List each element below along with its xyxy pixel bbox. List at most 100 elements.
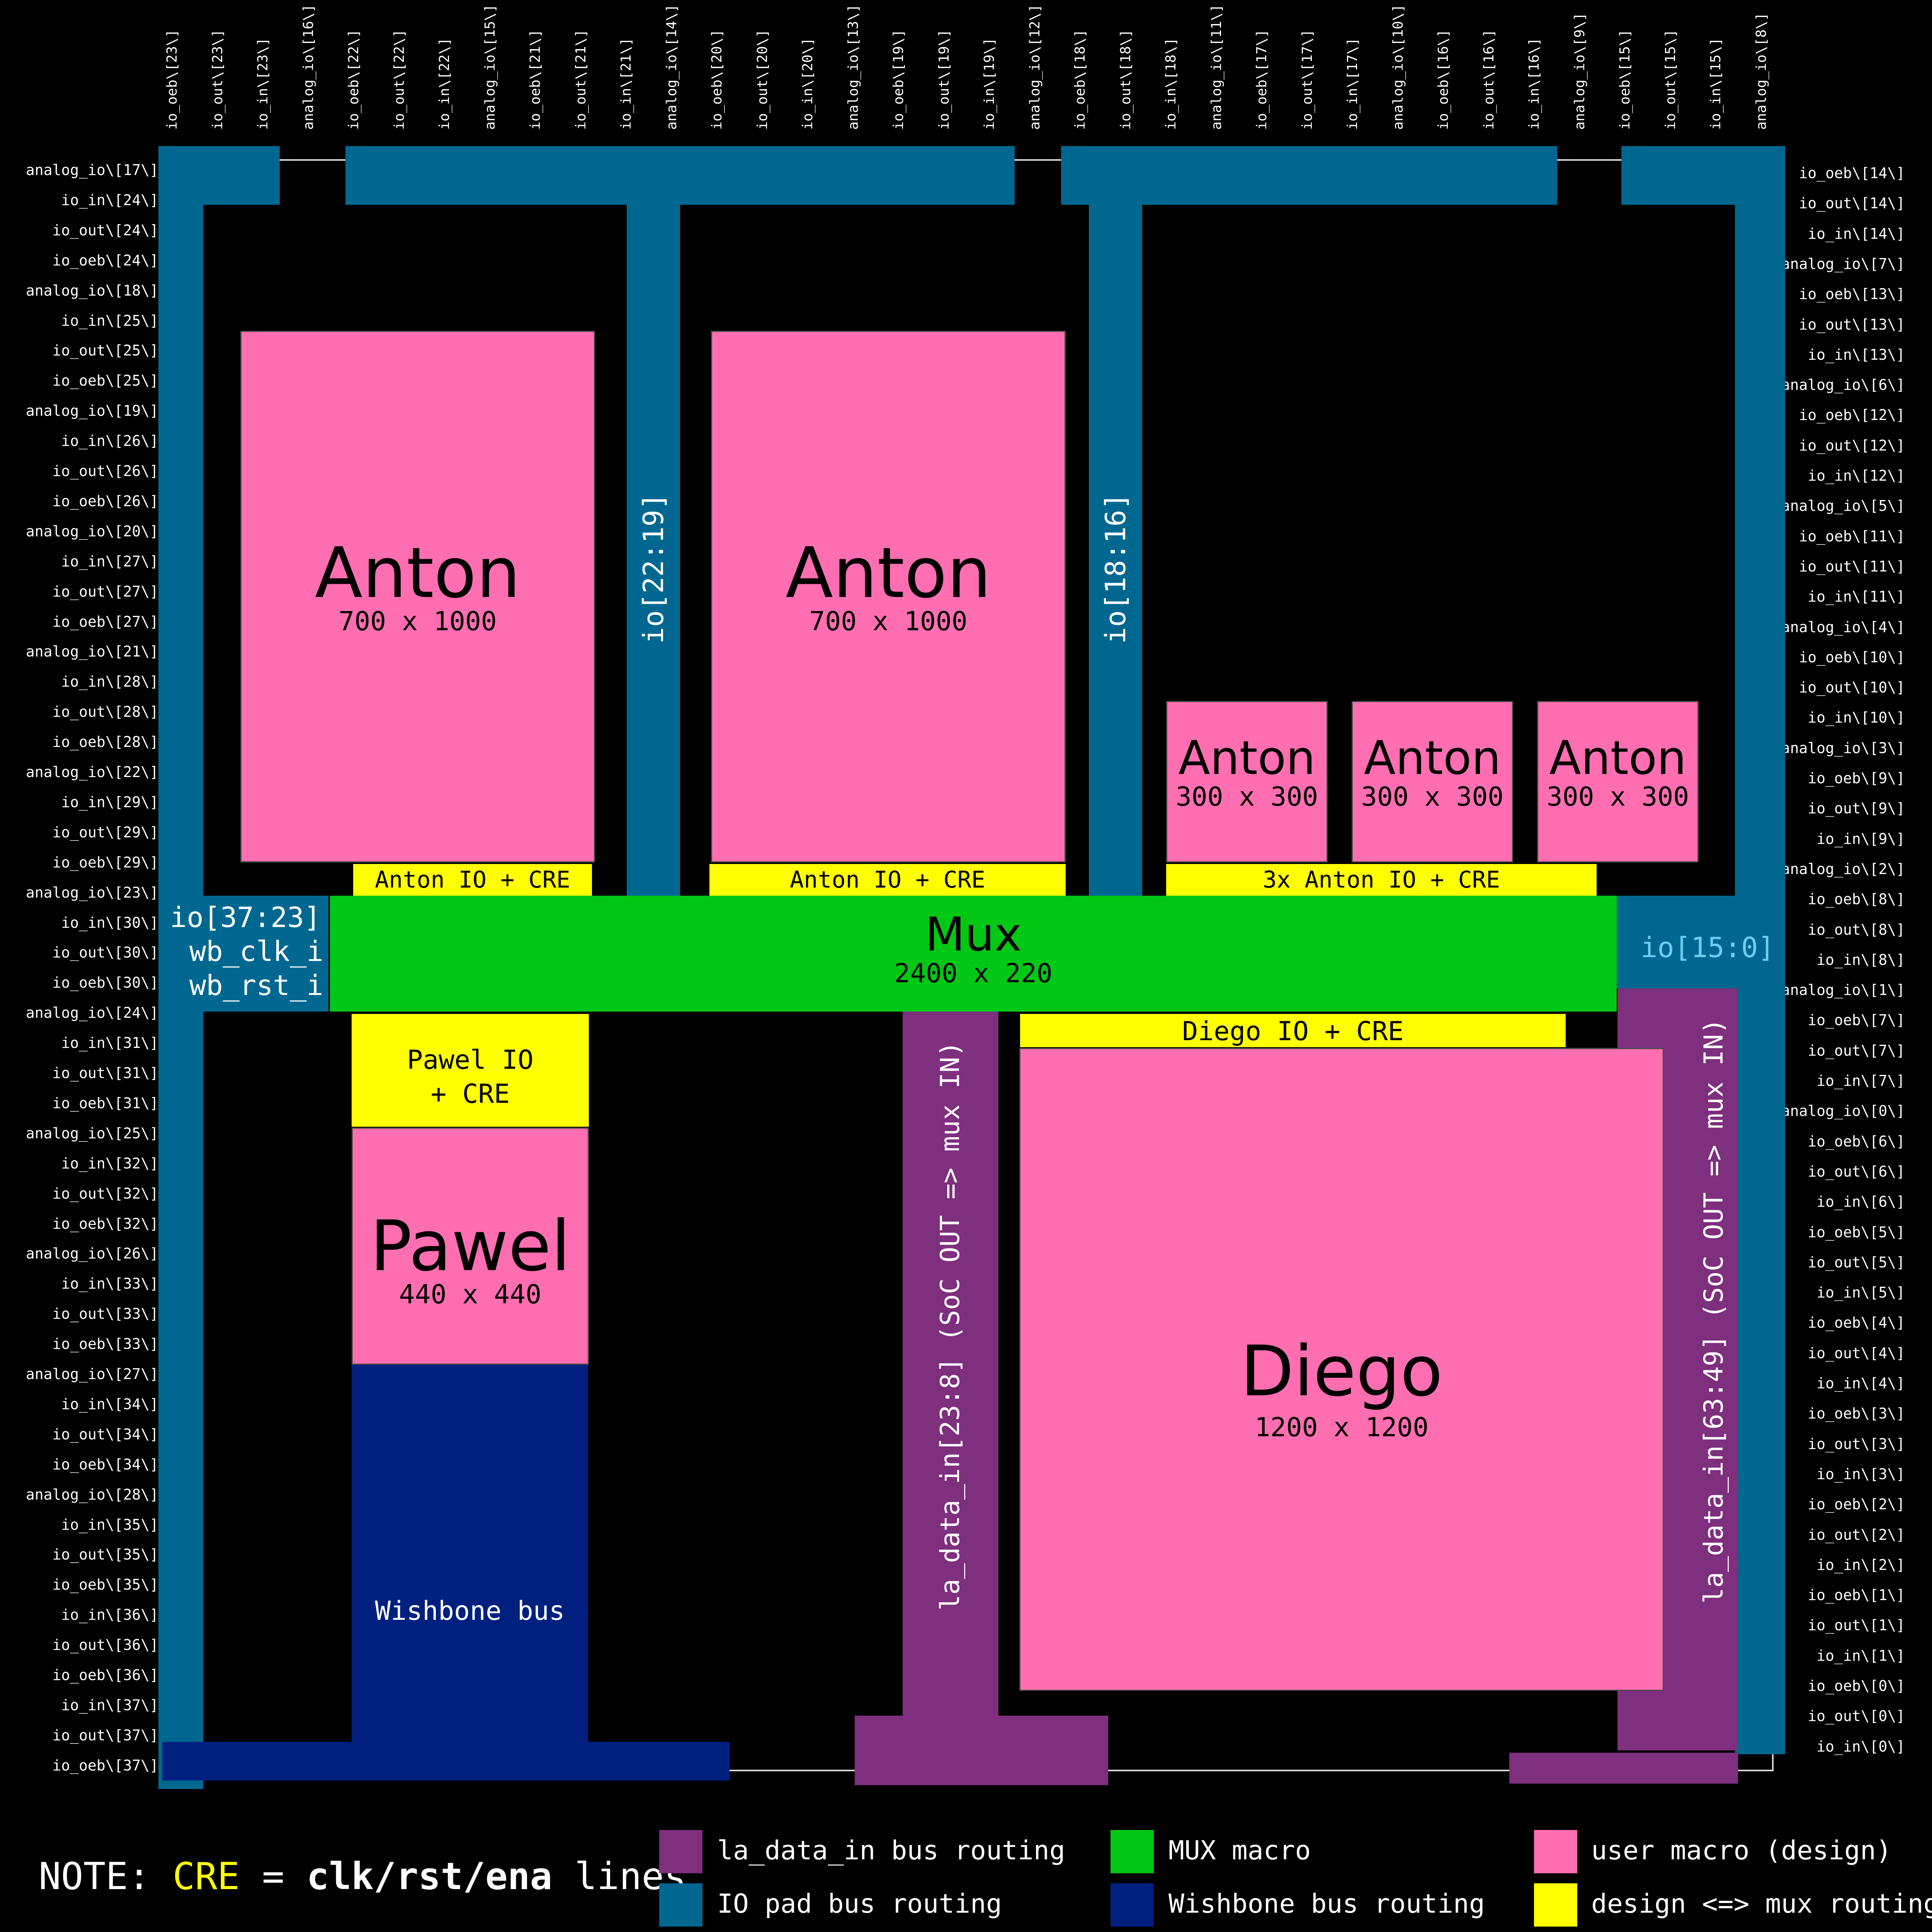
note-cre: CRE	[172, 1855, 240, 1898]
right-pin-label: analog_io\[6\]	[1781, 376, 1905, 394]
right-pin-label: io_out\[6\]	[1808, 1163, 1905, 1180]
top-pin-label: analog_io\[14\]	[663, 3, 681, 130]
macro-anton-small-1[interactable]: Anton 300 x 300	[1166, 701, 1328, 862]
left-pin-label: io_out\[29\]	[52, 823, 158, 841]
top-pin-label: io_oeb\[16\]	[1435, 3, 1453, 130]
right-pin-label: io_oeb\[4\]	[1808, 1314, 1905, 1332]
top-pin-label: analog_io\[13\]	[845, 3, 863, 130]
pin-text: io_in\[15\]	[1708, 37, 1724, 130]
right-pin-label: io_oeb\[14\]	[1799, 165, 1905, 182]
top-pin-label: io_out\[15\]	[1662, 3, 1680, 130]
io-bus-22-19	[627, 146, 680, 896]
left-pin-label: io_in\[36\]	[61, 1606, 158, 1624]
anton-io-1-label: Anton IO + CRE	[375, 866, 570, 893]
right-pin-label: io_oeb\[9\]	[1808, 770, 1905, 787]
right-pin-label: io_in\[5\]	[1816, 1284, 1905, 1301]
pawel-io: Pawel IO + CRE	[352, 1014, 589, 1127]
pin-text: io_oeb\[15\]	[1617, 29, 1633, 130]
legend-swatch-user	[1534, 1830, 1577, 1873]
right-pin-label: io_oeb\[5\]	[1808, 1223, 1905, 1241]
left-pin-label: analog_io\[24\]	[26, 1004, 158, 1022]
anton-io-3x-label: 3x Anton IO + CRE	[1262, 866, 1500, 893]
legend-label-la: la_data_in bus routing	[717, 1835, 1065, 1866]
top-pin-label: io_oeb\[22\]	[345, 3, 363, 130]
macro-diego[interactable]: Diego 1200 x 1200	[1019, 1048, 1664, 1691]
left-pin-label: io_in\[33\]	[61, 1275, 158, 1293]
macro-anton-big-1[interactable]: Anton 700 x 1000	[240, 331, 595, 862]
left-pin-label: io_out\[30\]	[52, 944, 158, 961]
macro-pawel[interactable]: Pawel 440 x 440	[352, 1128, 589, 1365]
right-pin-label: io_out\[4\]	[1808, 1344, 1905, 1362]
left-pin-label: io_out\[26\]	[52, 463, 158, 480]
io-bus-top-mid	[345, 146, 1015, 205]
la-bus-63-49-foot	[1509, 1753, 1738, 1784]
macro-size: 300 x 300	[1175, 782, 1318, 812]
legend-label-wb: Wishbone bus routing	[1168, 1889, 1485, 1919]
top-pin-label: io_out\[23\]	[209, 3, 227, 130]
right-pin-label: io_oeb\[1\]	[1808, 1587, 1905, 1604]
pin-text: io_oeb\[22\]	[346, 29, 362, 130]
macro-title: Diego	[1240, 1331, 1443, 1412]
top-pin-label: io_in\[20\]	[799, 3, 817, 130]
pin-text: io_oeb\[17\]	[1254, 29, 1270, 130]
right-pin-label: io_in\[11\]	[1808, 588, 1905, 605]
io-18-16-label: io[18:16]	[1099, 493, 1132, 644]
legend-label-mux: MUX macro	[1168, 1835, 1311, 1866]
top-pin-label: analog_io\[15\]	[482, 3, 500, 130]
left-pin-label: io_in\[28\]	[61, 673, 158, 690]
wb-clk-label: wb_clk_i	[189, 935, 323, 968]
io-22-19-label: io[22:19]	[637, 493, 670, 644]
left-pin-label: io_in\[29\]	[61, 793, 158, 811]
left-pin-label: analog_io\[27\]	[26, 1366, 158, 1383]
la-23-8-label: la_data_in[23:8] (SoC OUT => mux IN)	[935, 1041, 966, 1611]
macro-mux[interactable]: Mux 2400 x 220	[330, 896, 1617, 1012]
left-pin-label: io_in\[32\]	[61, 1155, 158, 1172]
top-pin-label: analog_io\[9\]	[1571, 3, 1589, 130]
note-lines: clk/rst/ena	[306, 1855, 553, 1898]
wishbone-bus-vertical	[352, 1364, 588, 1777]
io-37-23-label: io[37:23]	[170, 901, 321, 934]
top-pin-label: io_oeb\[20\]	[709, 3, 726, 130]
pin-text: analog_io\[8\]	[1753, 12, 1769, 130]
pin-text: io_in\[17\]	[1345, 37, 1361, 130]
left-pin-label: analog_io\[19\]	[26, 402, 158, 420]
pawel-io-label-line1: Pawel IO	[407, 1045, 534, 1075]
top-pin-label: io_out\[19\]	[936, 3, 954, 130]
left-pin-label: io_in\[35\]	[61, 1516, 158, 1533]
right-pin-label: io_out\[3\]	[1808, 1435, 1905, 1452]
macro-size: 700 x 1000	[338, 606, 497, 637]
top-pin-label: io_in\[18\]	[1163, 3, 1180, 130]
left-pin-label: io_out\[24\]	[52, 221, 158, 239]
note-eq: =	[240, 1855, 307, 1898]
left-pin-label: io_in\[24\]	[61, 191, 158, 209]
macro-anton-big-2[interactable]: Anton 700 x 1000	[711, 331, 1066, 862]
pin-text: io_out\[21\]	[573, 29, 589, 130]
left-pin-label: io_oeb\[24\]	[52, 252, 158, 269]
left-pin-label: io_oeb\[32\]	[52, 1215, 158, 1232]
pin-text: io_out\[23\]	[209, 29, 226, 130]
io-bus-mux-left	[158, 896, 328, 1012]
top-pin-label: io_in\[17\]	[1344, 3, 1362, 130]
left-pin-label: io_in\[37\]	[61, 1696, 158, 1714]
macro-anton-small-3[interactable]: Anton 300 x 300	[1537, 701, 1699, 862]
right-pin-label: io_out\[14\]	[1799, 195, 1905, 212]
right-pin-label: io_in\[2\]	[1816, 1556, 1905, 1573]
macro-title: Anton	[1549, 731, 1687, 785]
pin-text: io_out\[20\]	[754, 29, 770, 130]
right-pin-label: io_in\[14\]	[1808, 225, 1905, 242]
right-pin-label: io_in\[8\]	[1816, 951, 1905, 968]
right-pin-label: io_oeb\[11\]	[1799, 527, 1905, 545]
left-pin-label: io_in\[25\]	[61, 312, 158, 329]
left-pin-label: analog_io\[18\]	[26, 282, 158, 299]
right-pin-label: analog_io\[5\]	[1781, 497, 1905, 515]
left-pin-label: io_oeb\[26\]	[52, 492, 158, 510]
top-pin-label: io_in\[15\]	[1708, 3, 1725, 130]
left-pin-label: analog_io\[28\]	[26, 1486, 158, 1503]
io-bus-mux-right	[1615, 896, 1785, 988]
macro-anton-small-2[interactable]: Anton 300 x 300	[1352, 701, 1513, 862]
pin-text: analog_io\[10\]	[1390, 4, 1406, 130]
right-pin-label: analog_io\[1\]	[1781, 981, 1905, 999]
legend-swatch-io	[659, 1883, 702, 1927]
left-pin-label: io_in\[34\]	[61, 1395, 158, 1413]
left-pin-label: io_out\[33\]	[52, 1305, 158, 1323]
